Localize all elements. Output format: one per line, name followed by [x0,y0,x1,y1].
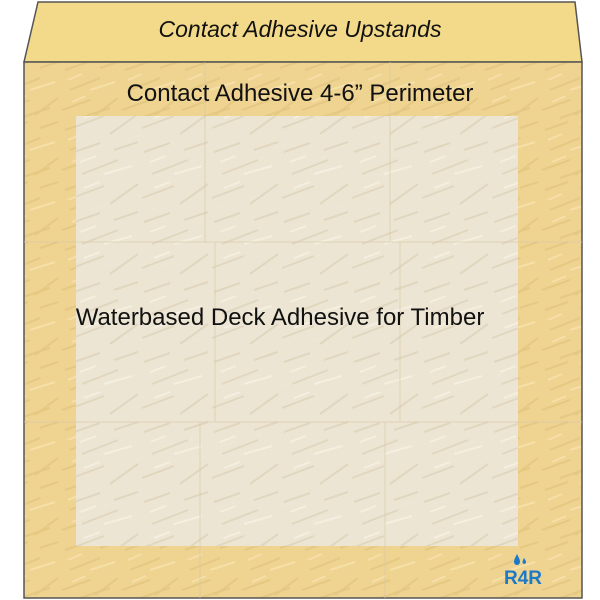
deck-adhesive-zone [76,116,518,546]
logo-text: R4R [503,568,542,589]
r4r-logo: R4R [503,550,543,590]
water-drops-icon [514,554,526,565]
deck-adhesive-label: Waterbased Deck Adhesive for Timber [75,304,485,331]
upstand-label: Contact Adhesive Upstands [158,16,442,42]
perimeter-label: Contact Adhesive 4-6” Perimeter [126,80,474,107]
board-seams [24,62,582,598]
